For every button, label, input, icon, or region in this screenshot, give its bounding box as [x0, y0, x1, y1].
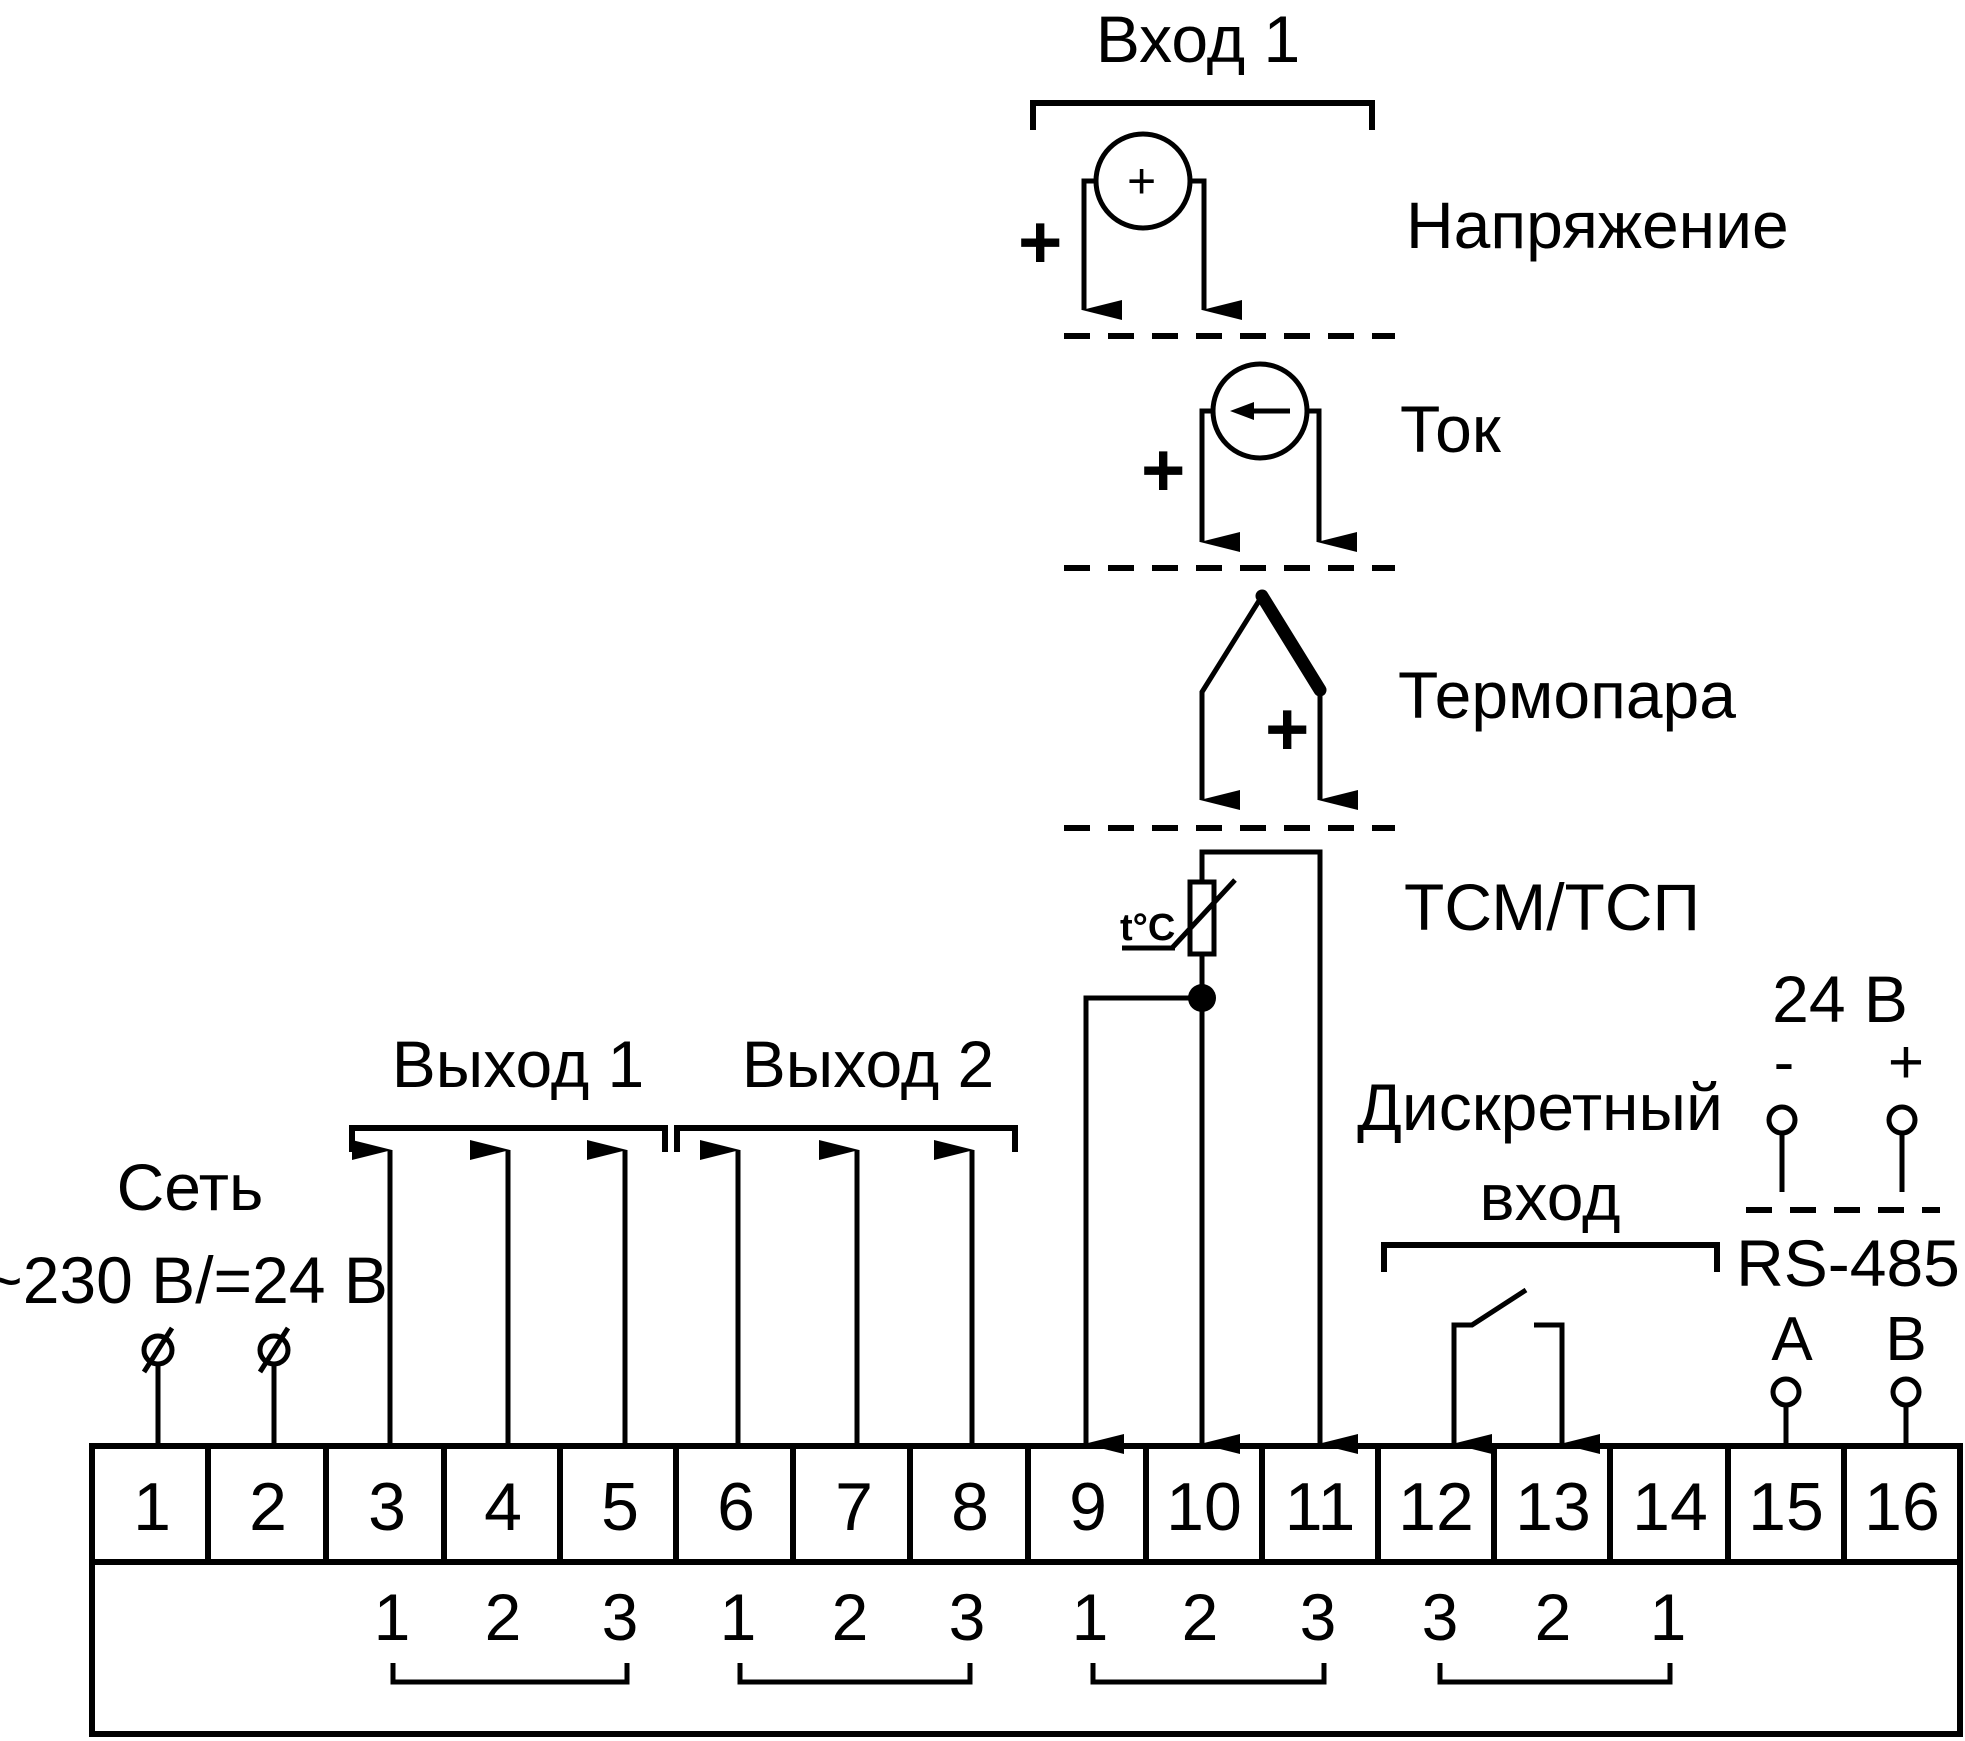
- thermocouple-label: Термопара: [1398, 658, 1736, 732]
- terminal-6: 6: [717, 1469, 755, 1545]
- input1-section: Вход 1 + + Напряжение + Ток: [1018, 2, 1789, 1454]
- rs485-supply-minus: -: [1774, 1028, 1795, 1097]
- sub-label: 2: [1535, 1580, 1572, 1654]
- sub-label: 2: [1182, 1580, 1219, 1654]
- output1-title: Выход 1: [392, 1027, 645, 1101]
- output1-bracket: [349, 1125, 668, 1152]
- terminal-16: 16: [1864, 1469, 1940, 1545]
- input1-bracket: [1030, 100, 1375, 130]
- current-source-symbol: +: [1141, 361, 1357, 552]
- terminal-4: 4: [484, 1469, 522, 1545]
- discrete-input-bracket: [1381, 1242, 1720, 1272]
- terminal-2: 2: [249, 1469, 287, 1545]
- sub-label: 1: [1650, 1580, 1687, 1654]
- output2-title: Выход 2: [742, 1027, 995, 1101]
- power-section: Сеть ~230 В/=24 В: [0, 1150, 388, 1446]
- output2-bracket: [674, 1125, 1018, 1152]
- power-terminal-2: [257, 1326, 291, 1446]
- current-label: Ток: [1400, 392, 1502, 466]
- rs485-b-label: B: [1885, 1305, 1926, 1374]
- terminal-sub-labels: 1 2 3 1 2 3 1 2 3 3 2 1: [374, 1580, 1687, 1654]
- thermocouple-polarity-plus: +: [1265, 687, 1309, 772]
- sub-brackets: [390, 1663, 1673, 1685]
- terminal-8: 8: [951, 1469, 989, 1545]
- rs485-supply-plus: +: [1888, 1028, 1924, 1097]
- terminal-10: 10: [1166, 1469, 1242, 1545]
- terminal-13: 13: [1515, 1469, 1591, 1545]
- discrete-input-section: Дискретный вход: [1357, 1070, 1723, 1454]
- discrete-input-line2: вход: [1479, 1160, 1620, 1234]
- sub-label: 3: [1300, 1580, 1337, 1654]
- rs485-supply: 24 В: [1772, 962, 1908, 1036]
- sub-label: 3: [602, 1580, 639, 1654]
- current-polarity-plus: +: [1141, 428, 1185, 513]
- terminal-5: 5: [601, 1469, 639, 1545]
- rs485-terminal-b: [1890, 1376, 1922, 1446]
- terminal-15: 15: [1748, 1469, 1824, 1545]
- rtd-temp-symbol: t°C: [1120, 907, 1175, 949]
- input1-title: Вход 1: [1096, 2, 1300, 76]
- power-rating: ~230 В/=24 В: [0, 1243, 388, 1317]
- rs485-label: RS-485: [1736, 1226, 1960, 1300]
- switch-symbol: [1451, 1287, 1600, 1454]
- output1-section: Выход 1: [349, 1027, 668, 1446]
- supply-terminal-minus: [1766, 1104, 1798, 1192]
- discrete-input-line1: Дискретный: [1357, 1070, 1723, 1144]
- voltage-plus-sign: +: [1127, 153, 1156, 209]
- voltage-source-symbol: + +: [1018, 131, 1242, 320]
- terminal-7: 7: [835, 1469, 873, 1545]
- rs485-a-label: A: [1771, 1305, 1813, 1374]
- terminal-1: 1: [133, 1469, 171, 1545]
- output2-section: Выход 2: [674, 1027, 1018, 1446]
- sub-label: 1: [1072, 1580, 1109, 1654]
- sub-label: 3: [1422, 1580, 1459, 1654]
- terminal-block: 1 2 3 4 5 6 7 8 9 10 11 12 13 14 15 16 1…: [89, 1443, 1963, 1737]
- supply-terminal-plus: [1886, 1104, 1918, 1192]
- rs485-section: 24 В - + RS-485 A B: [1736, 962, 1960, 1446]
- rs485-terminal-a: [1770, 1376, 1802, 1446]
- terminal-14: 14: [1632, 1469, 1708, 1545]
- power-terminal-1: [141, 1326, 175, 1446]
- sub-label: 1: [720, 1580, 757, 1654]
- sub-label: 1: [374, 1580, 411, 1654]
- sub-label: 3: [949, 1580, 986, 1654]
- rtd-label: ТСМ/ТСП: [1404, 870, 1700, 944]
- sub-label: 2: [832, 1580, 869, 1654]
- terminal-3: 3: [368, 1469, 406, 1545]
- terminal-9: 9: [1069, 1469, 1107, 1545]
- terminal-12: 12: [1398, 1469, 1474, 1545]
- voltage-label: Напряжение: [1406, 188, 1789, 262]
- terminal-numbers: 1 2 3 4 5 6 7 8 9 10 11 12 13 14 15 16: [133, 1469, 1940, 1545]
- thermocouple-symbol: +: [1199, 589, 1358, 810]
- terminal-dividers: [205, 1446, 1847, 1562]
- power-title: Сеть: [117, 1150, 264, 1224]
- sub-label: 2: [485, 1580, 522, 1654]
- terminal-11: 11: [1285, 1469, 1356, 1545]
- voltage-polarity-plus: +: [1018, 200, 1062, 285]
- rtd-symbol: t°C: [1083, 849, 1358, 1454]
